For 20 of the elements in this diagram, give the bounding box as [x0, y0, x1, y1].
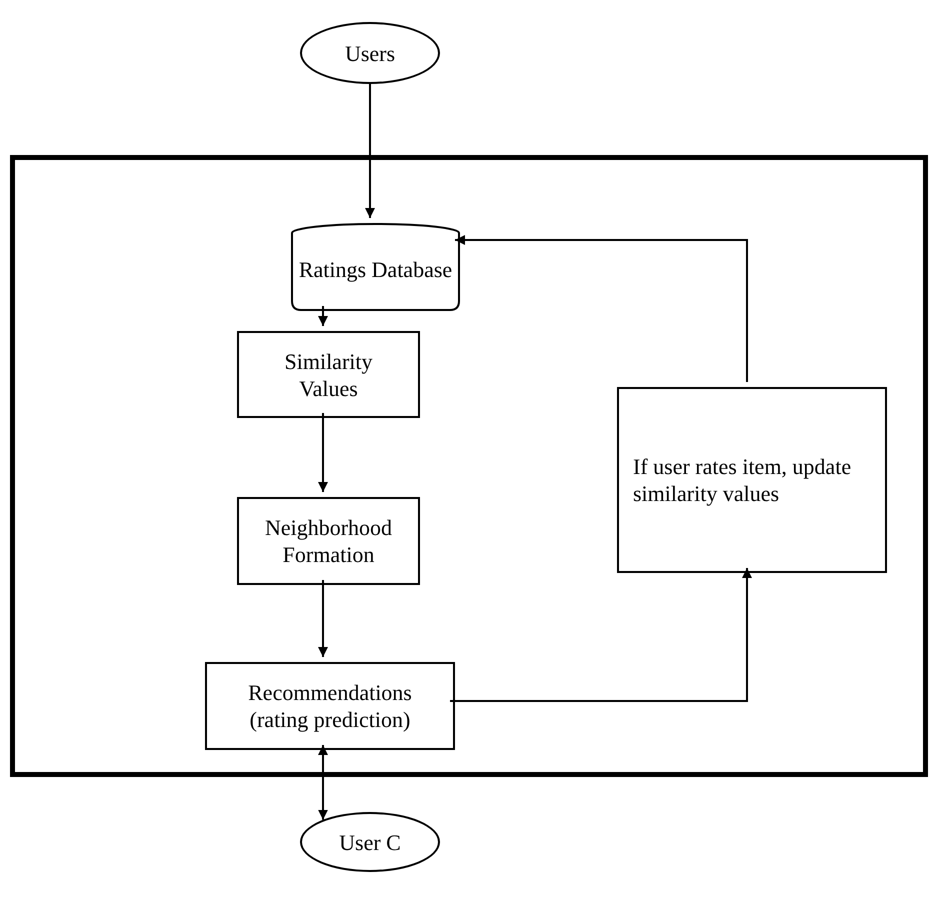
node-label: Users: [344, 40, 396, 66]
arrow: [318, 306, 328, 326]
arrow: [318, 413, 328, 492]
node-label: Neighborhood Formation: [264, 514, 394, 568]
arrow: [455, 235, 748, 382]
process-box: [617, 387, 887, 573]
node-label: Similarity Values: [284, 348, 374, 402]
process-box: [237, 331, 420, 418]
node-label: User C: [339, 828, 401, 856]
node-label: If user rates item, update similarity values: [633, 453, 852, 507]
arrow: [365, 84, 375, 218]
process-box: [205, 662, 455, 750]
node-label: Ratings Database: [298, 256, 452, 282]
system-boundary: [10, 155, 928, 777]
arrow: [450, 568, 752, 702]
process-box: [237, 497, 420, 585]
database-cylinder: [291, 223, 460, 311]
arrow: [318, 745, 328, 820]
arrow: [318, 580, 328, 657]
node-label: Recommendations (rating prediction): [247, 679, 413, 733]
